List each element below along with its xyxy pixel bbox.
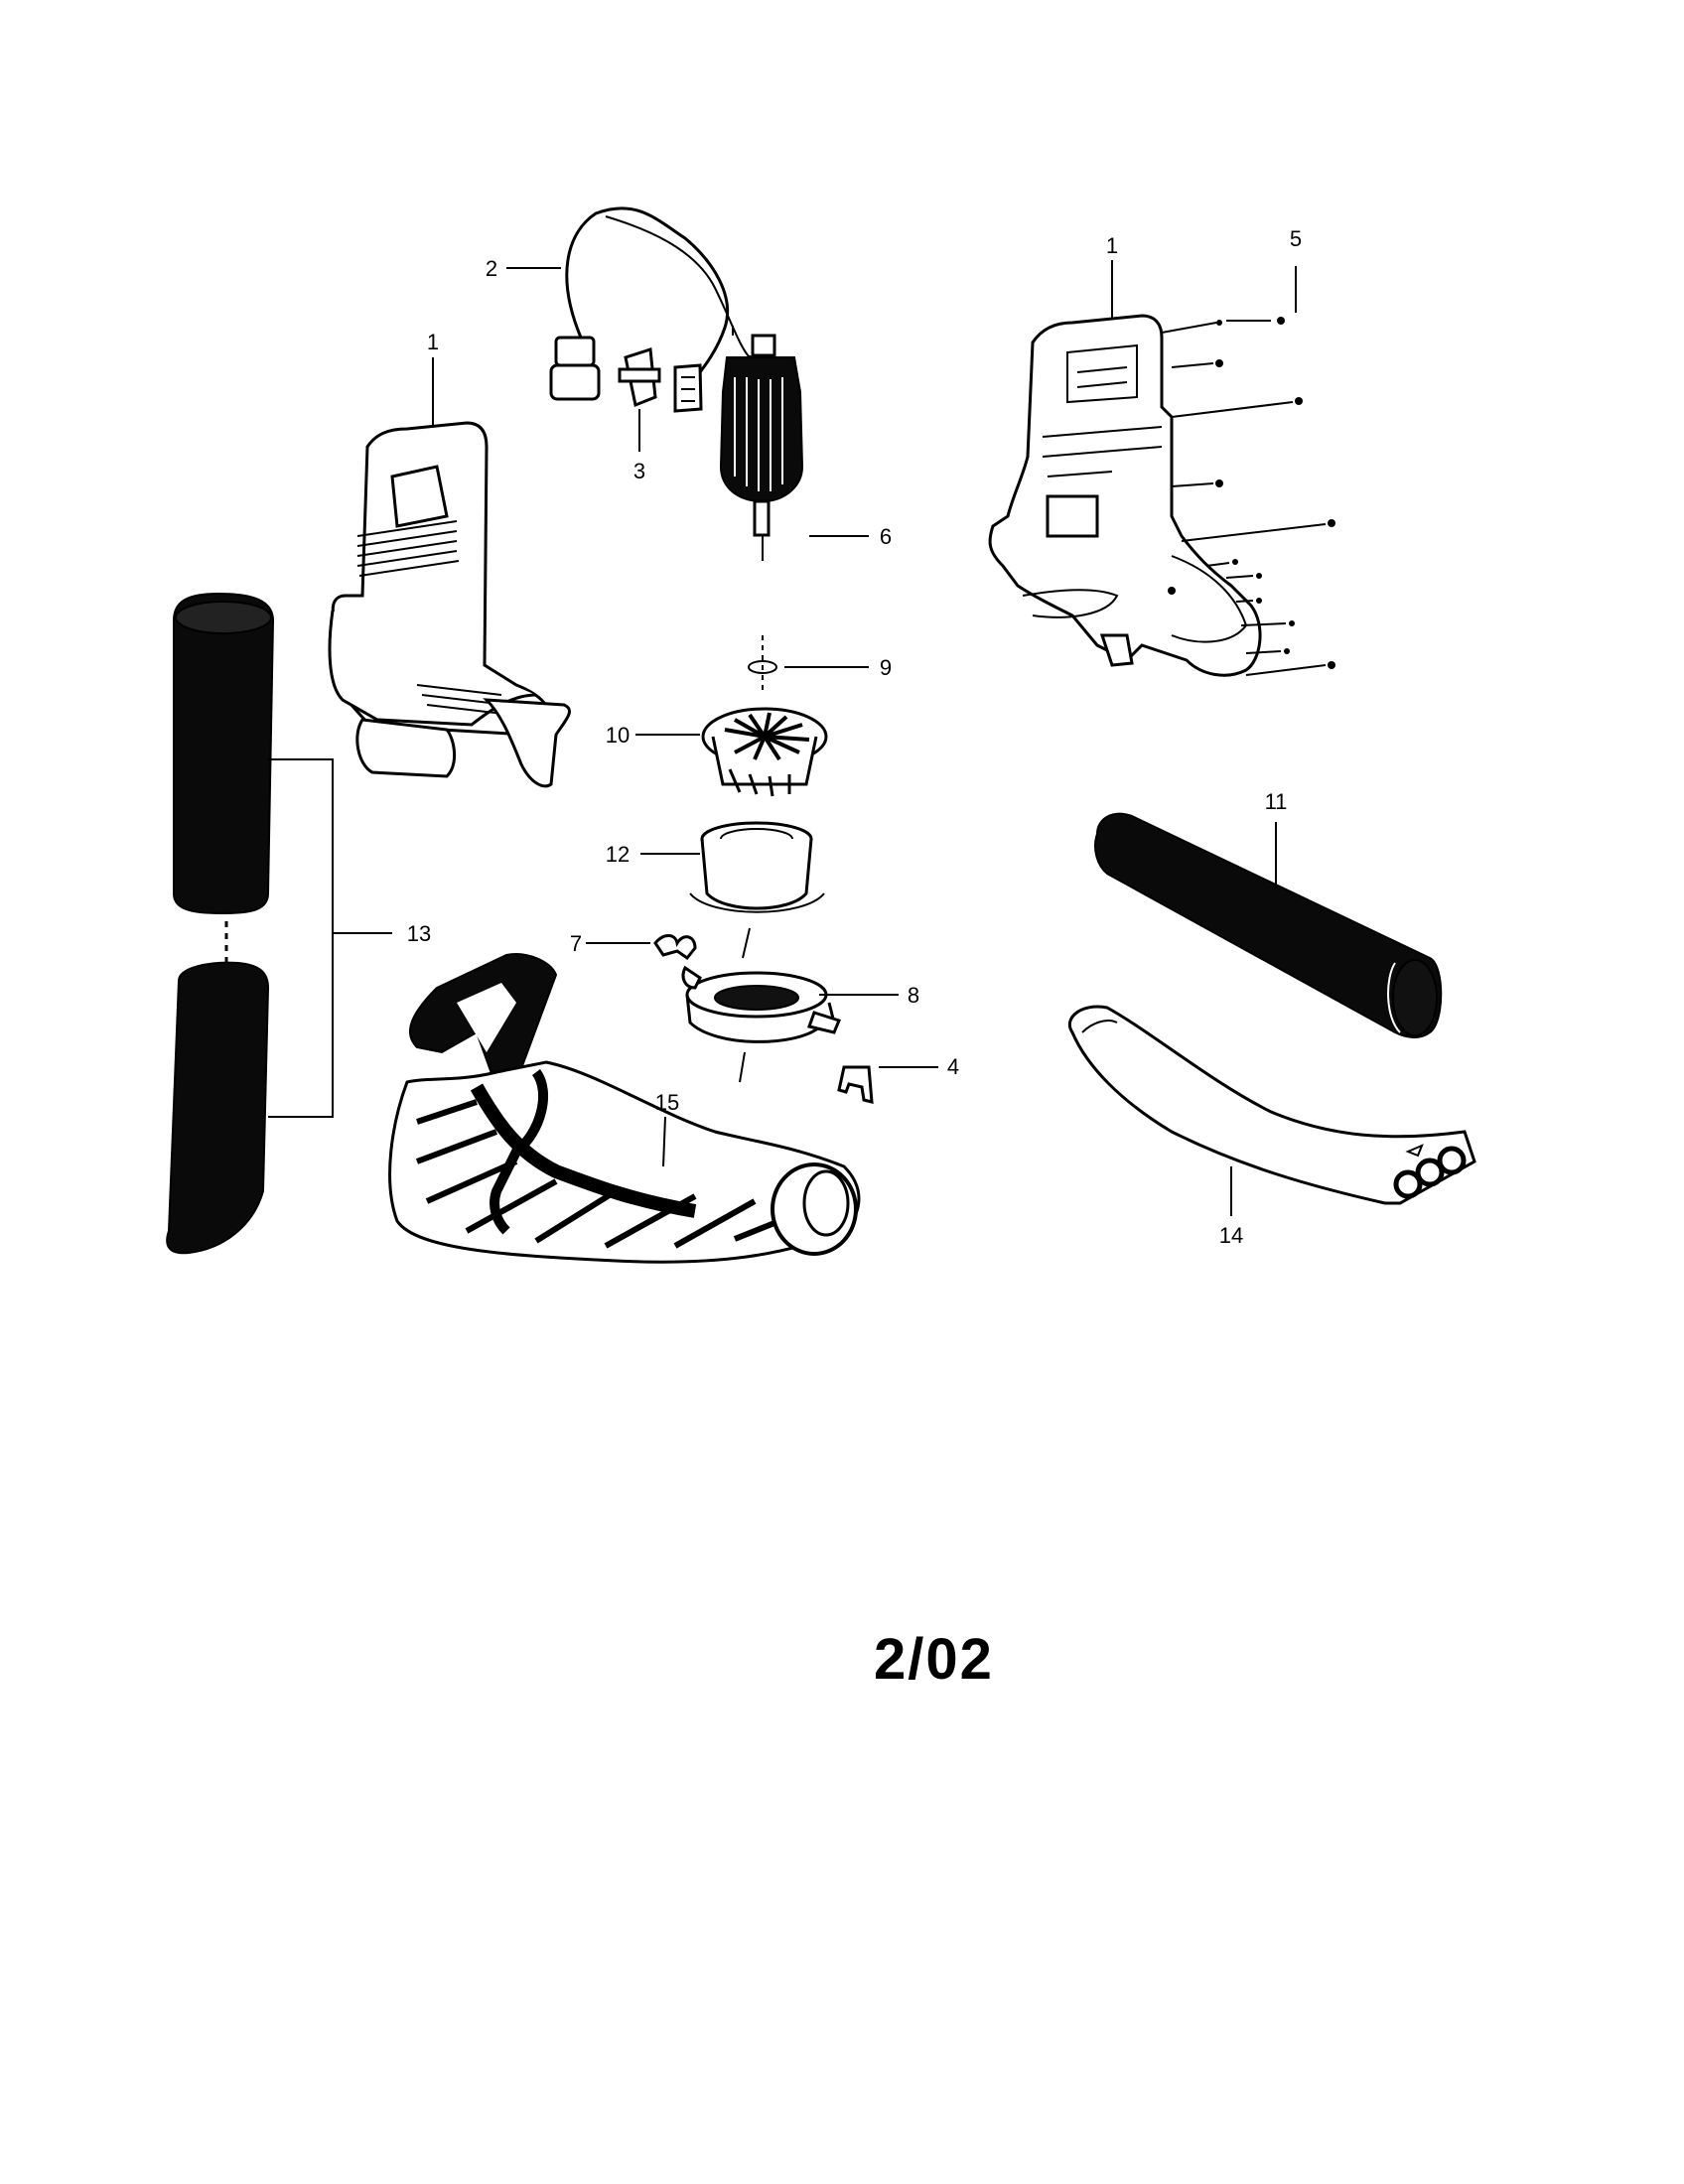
callout-2: 2: [486, 256, 497, 281]
latch-part: [837, 1065, 874, 1104]
callout-15: 15: [655, 1090, 679, 1115]
callout-14: 14: [1219, 1223, 1243, 1248]
date-code: 2/02: [874, 1627, 994, 1692]
fan-part: [701, 707, 828, 797]
callout-11: 11: [1265, 789, 1288, 814]
grill-part: [681, 965, 842, 1083]
clip-part: [653, 934, 697, 961]
screws-part: [1161, 266, 1335, 676]
callout-3: 3: [633, 459, 645, 483]
callout-7: 7: [570, 931, 582, 956]
callout-1-right: 1: [1106, 233, 1118, 258]
callout-1-left: 1: [427, 330, 439, 354]
callout-4: 4: [947, 1054, 959, 1079]
right-housing-part: [988, 314, 1262, 677]
nozzle-part: [1068, 1005, 1476, 1216]
callout-5: 5: [1290, 226, 1302, 251]
callout-8: 8: [908, 983, 919, 1008]
power-cord-part: [549, 206, 754, 401]
callout-6: 6: [880, 524, 892, 549]
debris-bag-part: [388, 953, 861, 1264]
callout-10: 10: [606, 723, 630, 748]
callout-13: 13: [407, 921, 431, 946]
callout-9: 9: [880, 655, 892, 680]
callout-12: 12: [606, 842, 630, 867]
blower-tube-part: [1094, 812, 1443, 1038]
left-housing-part: [328, 421, 571, 788]
extension-tubes-part: [166, 592, 392, 1255]
ring-part: [689, 821, 825, 959]
switch-part: [618, 347, 703, 413]
motor-part: [719, 334, 804, 561]
